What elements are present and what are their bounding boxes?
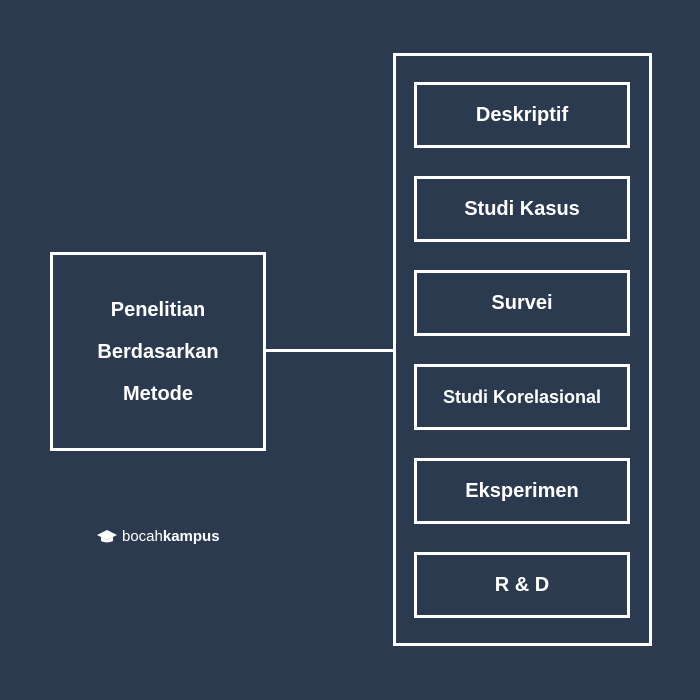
method-item-r-and-d: R & D <box>414 552 630 618</box>
root-node-box: Penelitian Berdasarkan Metode <box>50 252 266 451</box>
method-item-label: Studi Korelasional <box>442 386 602 407</box>
method-item-eksperimen: Eksperimen <box>414 458 630 524</box>
method-item-label: Studi Kasus <box>464 197 580 220</box>
method-item-studi-kasus: Studi Kasus <box>414 176 630 242</box>
method-item-survei: Survei <box>414 270 630 336</box>
root-node-line-2: Berdasarkan <box>97 340 219 363</box>
root-node-line-1: Penelitian <box>110 298 206 321</box>
method-item-label: Eksperimen <box>465 479 579 502</box>
method-item-label: Deskriptif <box>475 103 569 126</box>
method-item-deskriptif: Deskriptif <box>414 82 630 148</box>
methods-group-box <box>393 53 652 646</box>
logo-text-prefix: bocah <box>122 528 163 545</box>
graduation-cap-icon <box>97 529 117 542</box>
logo-text-bold: kampus <box>162 528 220 545</box>
connector-line <box>266 349 393 352</box>
method-item-studi-korelasional: Studi Korelasional <box>414 364 630 430</box>
method-item-label: Survei <box>491 291 553 314</box>
root-node-line-3: Metode <box>123 382 193 405</box>
method-item-label: R & D <box>494 573 550 596</box>
